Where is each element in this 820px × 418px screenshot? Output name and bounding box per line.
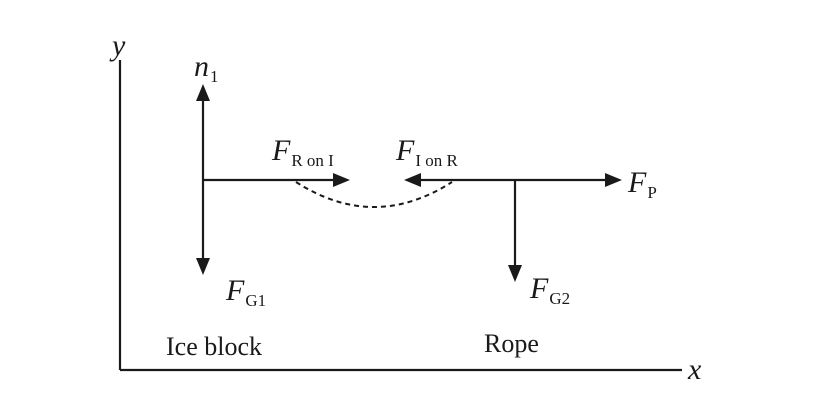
- rope-on-ice-force-label: FR on I: [271, 134, 334, 170]
- pull-force-label: FP: [627, 166, 657, 202]
- gravity-force-rope-arrowhead: [508, 265, 522, 282]
- ice-on-rope-force-label: FI on R: [395, 134, 458, 170]
- axes: y x: [109, 29, 702, 386]
- gravity-force-ice-label: FG1: [225, 274, 266, 310]
- normal-force-arrowhead: [196, 84, 210, 101]
- rope-forces: FI on R FP FG2 Rope: [395, 134, 657, 358]
- ice-block-forces: n1 FG1 FR on I Ice block: [166, 50, 350, 361]
- ice-block-label: Ice block: [166, 332, 262, 361]
- x-axis-label: x: [687, 353, 702, 386]
- rope-label: Rope: [484, 329, 539, 358]
- gravity-force-rope-label: FG2: [529, 272, 570, 308]
- pull-force-arrowhead: [605, 173, 622, 187]
- normal-force-label: n1: [194, 50, 219, 86]
- ice-on-rope-force-arrowhead: [404, 173, 421, 187]
- rope-on-ice-force-arrowhead: [333, 173, 350, 187]
- action-reaction-pair-link: [295, 181, 453, 208]
- y-axis-label: y: [109, 29, 126, 62]
- gravity-force-ice-arrowhead: [196, 258, 210, 275]
